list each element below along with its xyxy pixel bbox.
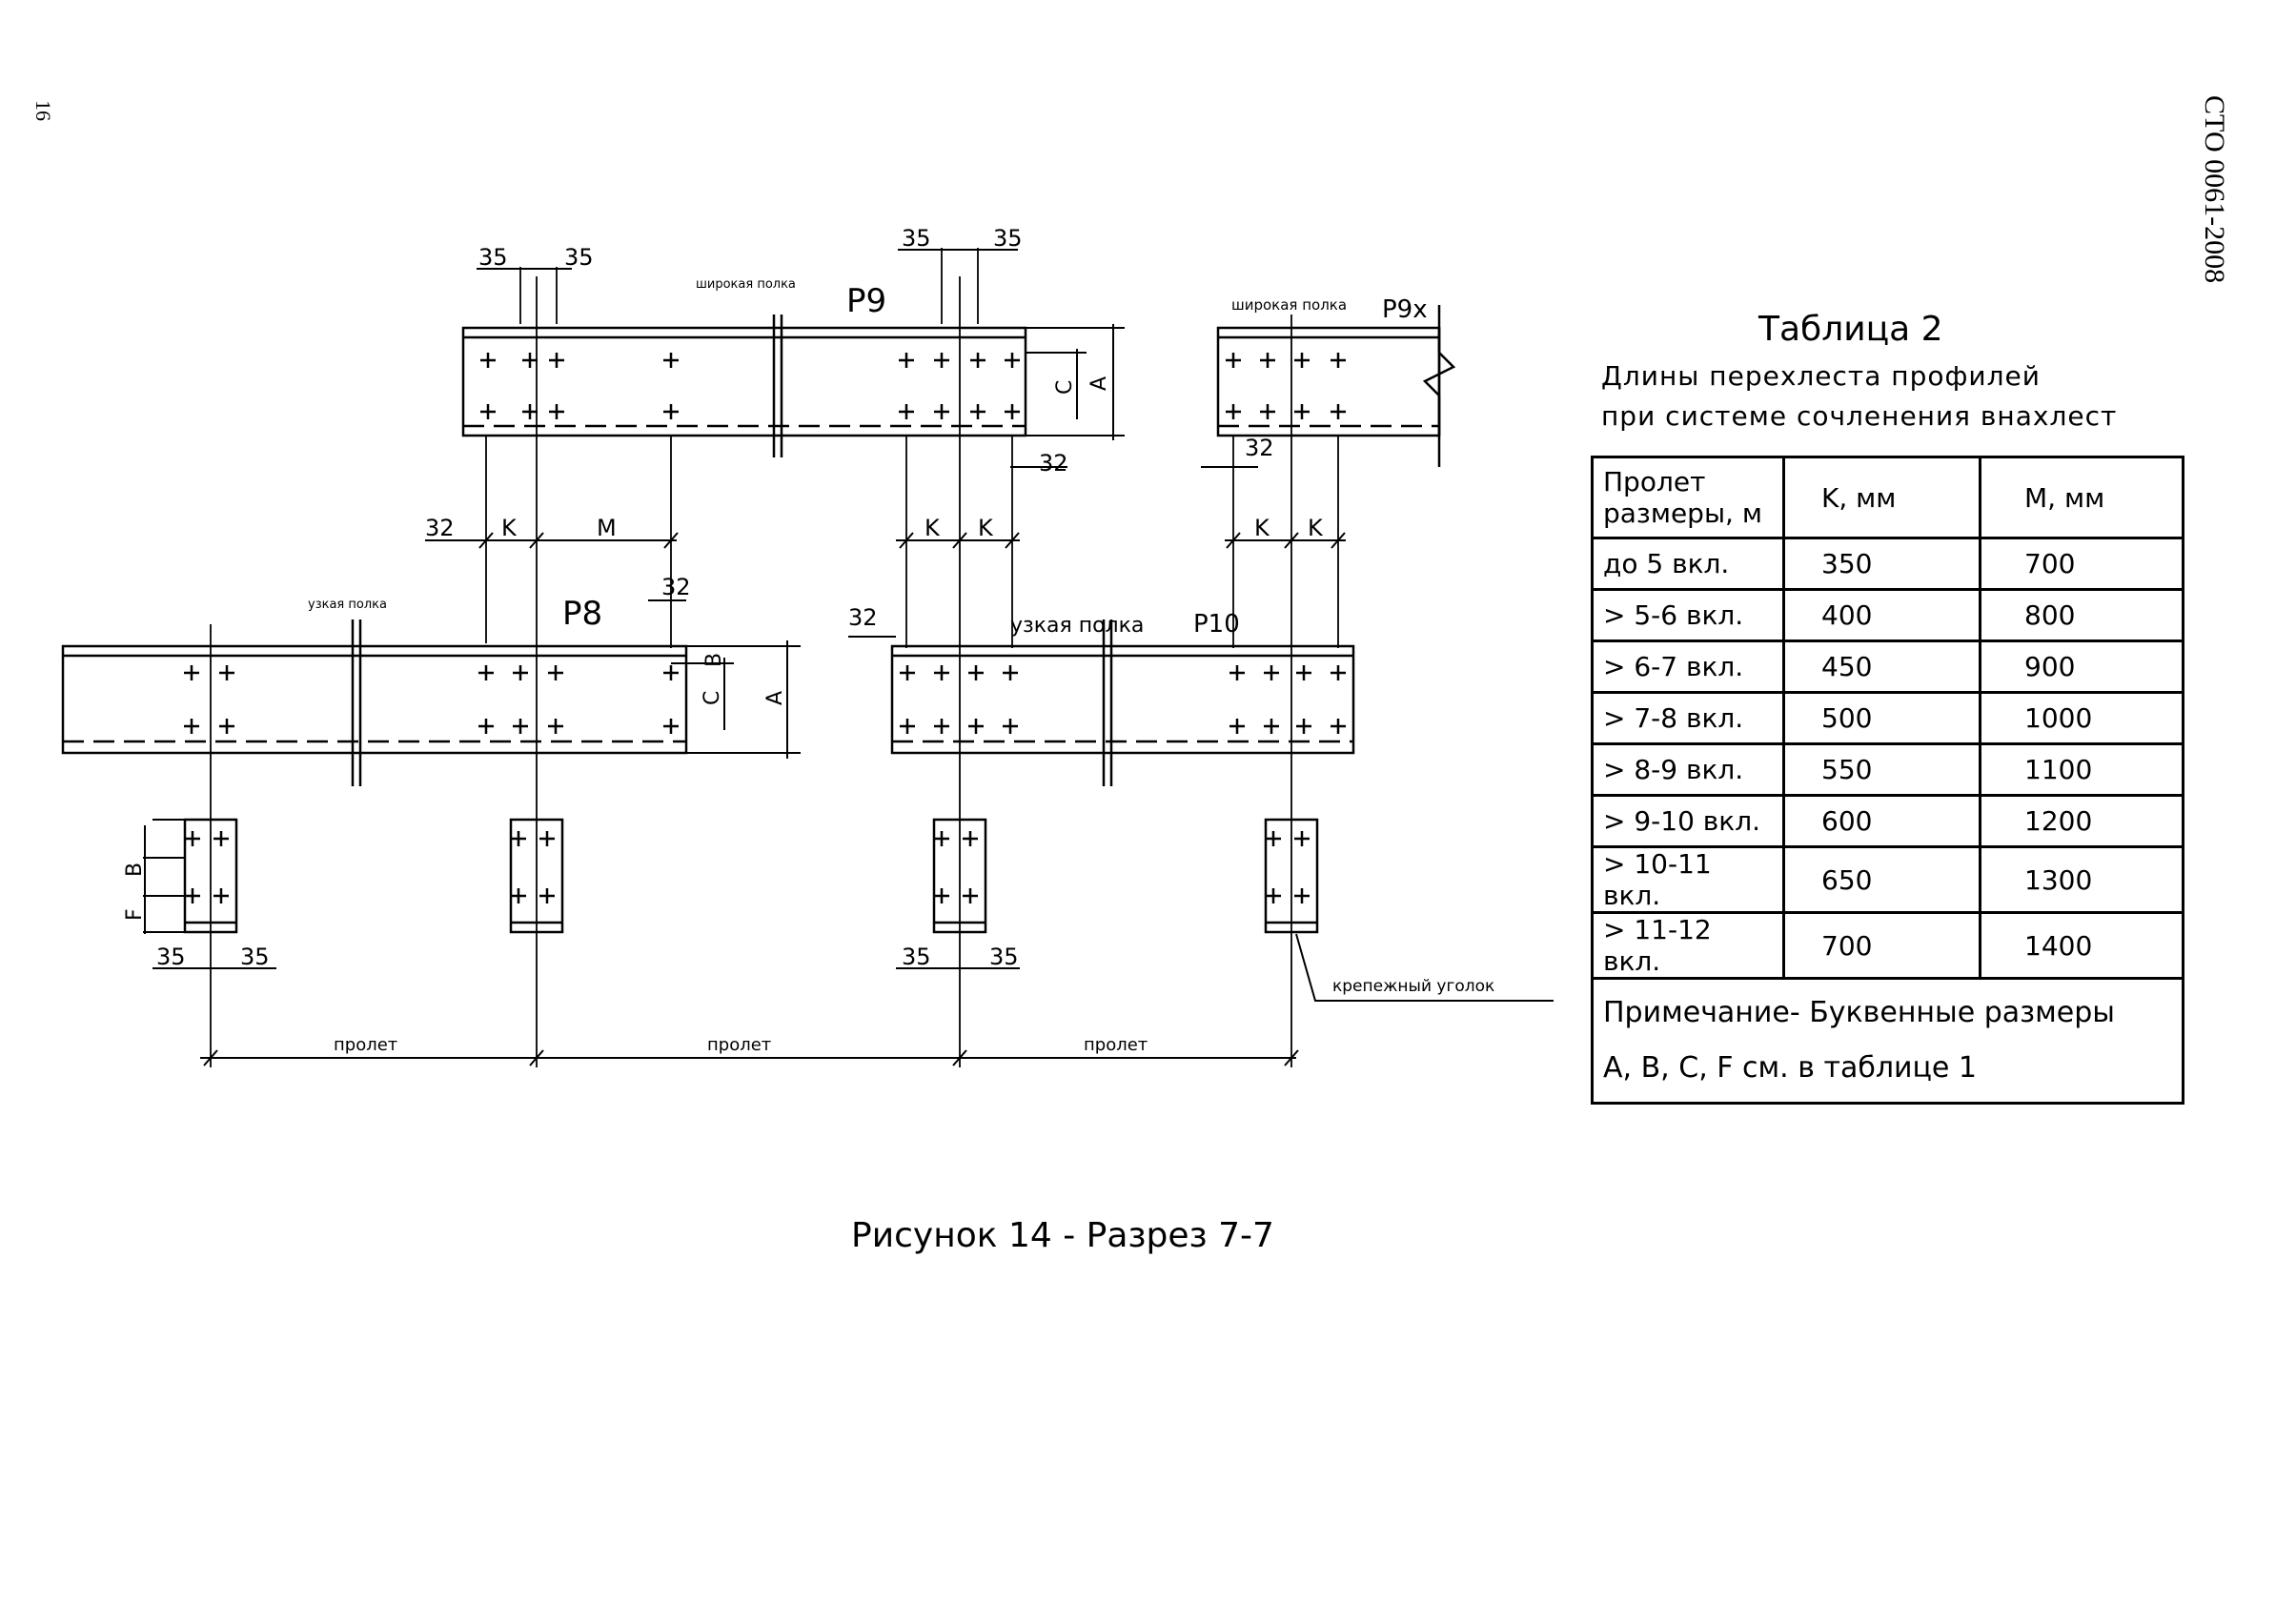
cell-span: > 7-8 вкл. — [1591, 691, 1785, 745]
dim-32-p8: 32 — [661, 574, 691, 600]
cell-span: > 5-6 вкл. — [1591, 588, 1785, 642]
dim-35-bracket-mid-b: 35 — [989, 944, 1019, 970]
cell-k: 600 — [1782, 794, 1981, 848]
dim-35-p9-mid-right: 35 — [993, 225, 1023, 252]
dim-a-p8: A — [763, 691, 787, 705]
cell-m: 1300 — [1979, 845, 2184, 914]
narrow-flange-label-p10: узкая полка — [1010, 614, 1144, 638]
cell-m: 1000 — [1979, 691, 2184, 745]
profile-p9x-label: P9x — [1382, 295, 1428, 324]
dim-b-bracket: B — [123, 863, 147, 877]
table-row: > 11-12 вкл. 700 1400 — [1591, 911, 2184, 980]
table-header-row: Пролет размеры, м K, мм M, мм — [1591, 456, 2184, 539]
span-label-3: пролет — [1084, 1035, 1148, 1055]
table-row: > 6-7 вкл. 450 900 — [1591, 639, 2184, 694]
narrow-flange-label-p8: узкая полка — [308, 598, 387, 612]
table-row: > 8-9 вкл. 550 1100 — [1591, 742, 2184, 797]
dim-k-3: K — [978, 515, 994, 541]
cell-m: 800 — [1979, 588, 2184, 642]
profile-p8-label: P8 — [562, 595, 602, 633]
table-row: > 9-10 вкл. 600 1200 — [1591, 794, 2184, 848]
dim-c-p8: C — [701, 691, 724, 705]
beam-p9 — [461, 315, 1027, 457]
cell-m: 1200 — [1979, 794, 2184, 848]
cell-span: до 5 вкл. — [1591, 537, 1785, 591]
dim-32-p9x: 32 — [1245, 435, 1274, 461]
cell-m: 700 — [1979, 537, 2184, 591]
span-label-2: пролет — [707, 1035, 771, 1055]
dim-35-p9-right: 35 — [564, 244, 594, 271]
overlap-length-table: Пролет размеры, м K, мм M, мм до 5 вкл. … — [1591, 456, 2184, 1105]
table-note-line-1: Примечание- Буквенные размеры — [1603, 996, 2115, 1029]
table-note-row: Примечание- Буквенные размеры A, B, C, F… — [1591, 977, 2184, 1105]
dim-m: M — [597, 515, 617, 541]
dim-f-bracket: F — [123, 908, 147, 921]
dim-35-bracket-left-a: 35 — [156, 944, 186, 970]
cell-k: 700 — [1782, 911, 1981, 980]
bracket-label: крепежный уголок — [1332, 977, 1494, 996]
dim-k-1: K — [501, 515, 518, 541]
dim-b-p8: B — [702, 653, 726, 667]
dim-k-4: K — [1254, 515, 1270, 541]
cell-span: > 9-10 вкл. — [1591, 794, 1785, 848]
beam-p9x — [1216, 305, 1456, 467]
axis-lines — [210, 248, 1339, 1067]
dim-35-bracket-mid-a: 35 — [902, 944, 931, 970]
dim-a-p9: A — [1087, 376, 1111, 391]
dim-35-bracket-left-b: 35 — [240, 944, 270, 970]
cell-m: 1100 — [1979, 742, 2184, 797]
table-note: Примечание- Буквенные размеры A, B, C, F… — [1591, 977, 2184, 1105]
cell-span: > 11-12 вкл. — [1591, 911, 1785, 980]
span-label-1: пролет — [334, 1035, 397, 1055]
document-code: СТО 0061-2008 — [2199, 95, 2230, 284]
cell-m: 1400 — [1979, 911, 2184, 980]
dim-32-upper-left: 32 — [425, 515, 455, 541]
cell-k: 400 — [1782, 588, 1981, 642]
table-row: > 10-11 вкл. 650 1300 — [1591, 845, 2184, 914]
section-drawing: P9 P9x P8 P10 широкая полка широкая полк… — [61, 225, 1554, 1067]
dim-35-p9-left: 35 — [478, 244, 508, 271]
bracket-plates — [183, 818, 1319, 934]
cell-m: 900 — [1979, 639, 2184, 694]
cell-k: 500 — [1782, 691, 1981, 745]
table-title: Таблица 2 — [1758, 310, 1943, 349]
profile-p9-label: P9 — [846, 282, 886, 320]
dim-k-2: K — [924, 515, 941, 541]
header-m: M, мм — [1979, 456, 2184, 539]
wide-flange-label-p9x: широкая полка — [1231, 296, 1347, 314]
beam-p8 — [61, 619, 688, 786]
table-subtitle-2: при системе сочленения внахлест — [1601, 400, 2118, 432]
dim-k-5: K — [1308, 515, 1324, 541]
figure-caption: Рисунок 14 - Разрез 7-7 — [851, 1216, 1274, 1255]
bolt-marks — [184, 353, 1346, 734]
dim-32-p9: 32 — [1039, 450, 1068, 477]
profile-p10-label: P10 — [1193, 610, 1240, 639]
table-row: до 5 вкл. 350 700 — [1591, 537, 2184, 591]
cell-span: > 10-11 вкл. — [1591, 845, 1785, 914]
dim-32-p10: 32 — [848, 604, 878, 631]
table-subtitle-1: Длины перехлеста профилей — [1601, 360, 2041, 392]
cell-k: 450 — [1782, 639, 1981, 694]
table-row: > 5-6 вкл. 400 800 — [1591, 588, 2184, 642]
cell-k: 350 — [1782, 537, 1981, 591]
cell-span: > 8-9 вкл. — [1591, 742, 1785, 797]
cell-span: > 6-7 вкл. — [1591, 639, 1785, 694]
cell-k: 650 — [1782, 845, 1981, 914]
beam-p10 — [890, 619, 1355, 786]
table-note-line-2: A, B, C, F см. в таблице 1 — [1603, 1051, 1978, 1085]
table-row: > 7-8 вкл. 500 1000 — [1591, 691, 2184, 745]
header-k: K, мм — [1782, 456, 1981, 539]
wide-flange-label-p9: широкая полка — [696, 277, 796, 292]
dimension-lines — [143, 249, 1554, 1066]
cell-k: 550 — [1782, 742, 1981, 797]
dim-c-p9: C — [1053, 380, 1077, 395]
dim-35-p9-mid-left: 35 — [902, 225, 931, 252]
header-span: Пролет размеры, м — [1591, 456, 1785, 539]
